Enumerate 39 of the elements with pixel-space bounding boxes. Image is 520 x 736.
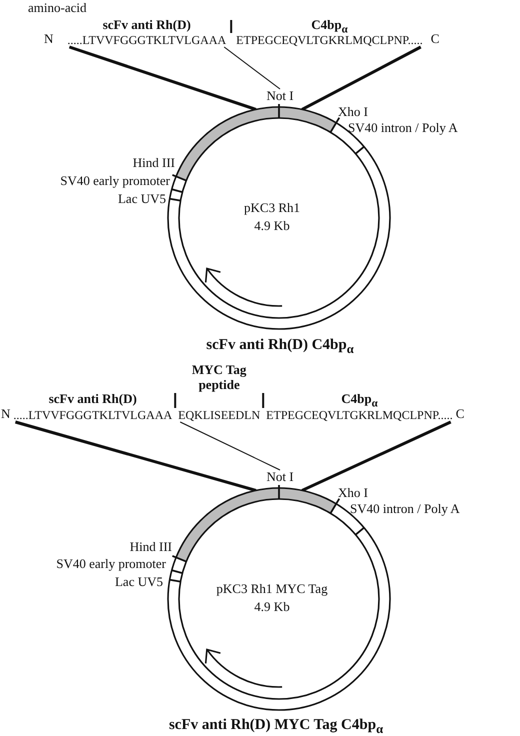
- segment-heading: C4bp$_{α}$: [341, 391, 378, 411]
- plasmid-label: pKC3 Rh1 MYC Tag: [216, 581, 328, 596]
- feature-label: Xho I: [338, 485, 368, 500]
- amino-acid-sequence: .....LTVVFGGGTKLTVLGAAA: [13, 408, 172, 422]
- segment-heading: C4bp$_{α}$: [311, 17, 348, 36]
- segment-heading: scFv anti Rh(D): [102, 17, 191, 32]
- plasmid-label: 4.9 Kb: [254, 218, 290, 233]
- feature-label: SV40 intron / Poly A: [348, 120, 458, 135]
- feature-label: Hind III: [132, 155, 175, 170]
- construct-caption: scFv anti Rh(D) C4bp$_{α}$: [206, 336, 354, 358]
- segment-heading: scFv anti Rh(D): [48, 391, 137, 406]
- leader-line: [224, 46, 280, 90]
- terminus-label: C: [456, 406, 464, 421]
- feature-label: Hind III: [130, 539, 172, 554]
- insert-connector-line: [14, 420, 256, 492]
- construct-caption: scFv anti Rh(D) MYC Tag C4bp$_{α}$: [168, 716, 384, 736]
- plasmid-label: 4.9 Kb: [254, 599, 290, 614]
- terminus-label: N: [1, 406, 10, 421]
- restriction-site-label: Not I: [266, 469, 294, 484]
- insert-connector-line: [68, 46, 256, 111]
- insert-connector-line: [301, 46, 422, 111]
- insert-connector-line: [301, 420, 452, 492]
- amino-acid-sequence: .....LTVVFGGGTKLTVLGAAA: [67, 33, 226, 47]
- feature-label: SV40 intron / Poly A: [350, 501, 460, 516]
- terminus-label: N: [44, 31, 54, 46]
- feature-label: SV40 early promoter: [60, 173, 170, 188]
- feature-label: SV40 early promoter: [56, 556, 166, 571]
- amino-acid-sequence: ETPEGCEQVLTGKRLMQCLPNP.....: [266, 408, 453, 422]
- amino-acid-sequence: ETPEGCEQVLTGKRLMQCLPNP.....: [236, 33, 423, 47]
- leader-line: [180, 422, 280, 470]
- segment-heading: MYC Tag peptide: [190, 362, 248, 392]
- axis-label: amino-acid: [28, 0, 86, 15]
- feature-label: Lac UV5: [118, 191, 166, 206]
- feature-label: Lac UV5: [114, 574, 163, 589]
- terminus-label: C: [430, 31, 440, 46]
- restriction-site-label: Not I: [266, 88, 294, 103]
- feature-label: Xho I: [338, 104, 368, 119]
- plasmid-label: pKC3 Rh1: [244, 200, 300, 215]
- amino-acid-sequence: EQKLISEEDLN: [178, 408, 260, 422]
